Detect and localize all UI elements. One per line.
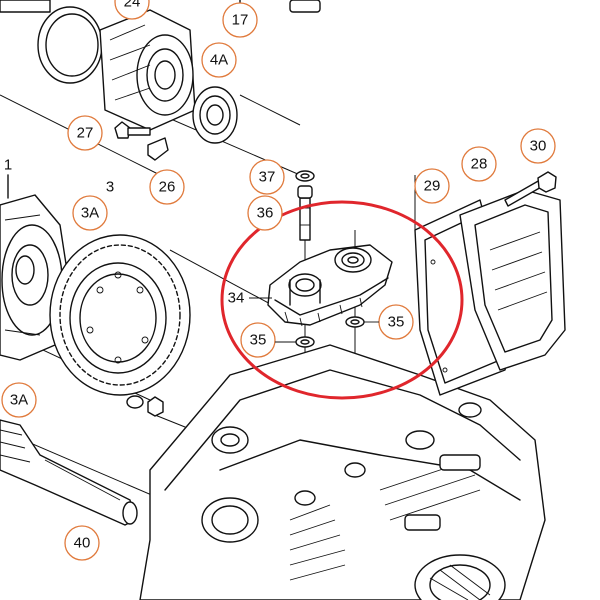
- washers-35: [295, 316, 365, 348]
- svg-text:30: 30: [530, 138, 547, 155]
- callout-35-right: 35: [378, 304, 414, 340]
- svg-text:40: 40: [74, 535, 91, 552]
- highlight-circle: [220, 200, 464, 400]
- callout-27: 27: [67, 115, 103, 151]
- callout-4a: 4A: [201, 42, 237, 78]
- svg-text:35: 35: [388, 314, 405, 331]
- svg-text:26: 26: [159, 179, 176, 196]
- svg-text:35: 35: [250, 332, 267, 349]
- seal-37: [295, 170, 315, 182]
- bolt-27: [114, 121, 151, 139]
- svg-text:36: 36: [257, 205, 274, 222]
- nut-and-washer: [126, 395, 164, 417]
- clip-26: [147, 137, 169, 161]
- callout-26: 26: [149, 169, 185, 205]
- shaft-36: [297, 185, 313, 241]
- callout-17: 17: [222, 2, 258, 38]
- bearing-4a: [192, 86, 238, 144]
- svg-text:37: 37: [259, 169, 276, 186]
- callout-37: 37: [249, 159, 285, 195]
- svg-text:29: 29: [424, 178, 441, 195]
- callout-40: 40: [64, 525, 100, 561]
- svg-text:3A: 3A: [10, 392, 28, 409]
- callout-3a-lower: 3A: [1, 382, 37, 418]
- label-part-34: 34: [228, 290, 245, 307]
- svg-text:24: 24: [124, 0, 141, 11]
- svg-text:27: 27: [77, 125, 94, 142]
- callout-36: 36: [247, 195, 283, 231]
- svg-text:3A: 3A: [81, 205, 99, 222]
- shaft-40: [0, 419, 138, 526]
- callout-3a-upper: 3A: [72, 195, 108, 231]
- hub-assembly: [0, 0, 196, 131]
- pump-housing-34: [267, 244, 393, 327]
- transmission-case: [139, 344, 546, 600]
- callout-29: 29: [414, 168, 450, 204]
- bolt-30: [504, 171, 557, 207]
- callout-24: 24: [114, 0, 150, 20]
- svg-text:28: 28: [471, 156, 488, 173]
- label-part-1: 1: [4, 157, 12, 174]
- callout-35-left: 35: [240, 322, 276, 358]
- ring-gear: [49, 234, 191, 396]
- label-part-3: 3: [106, 179, 114, 196]
- svg-text:4A: 4A: [210, 52, 228, 69]
- callout-30: 30: [520, 128, 556, 164]
- svg-text:17: 17: [232, 12, 249, 29]
- callout-28: 28: [461, 146, 497, 182]
